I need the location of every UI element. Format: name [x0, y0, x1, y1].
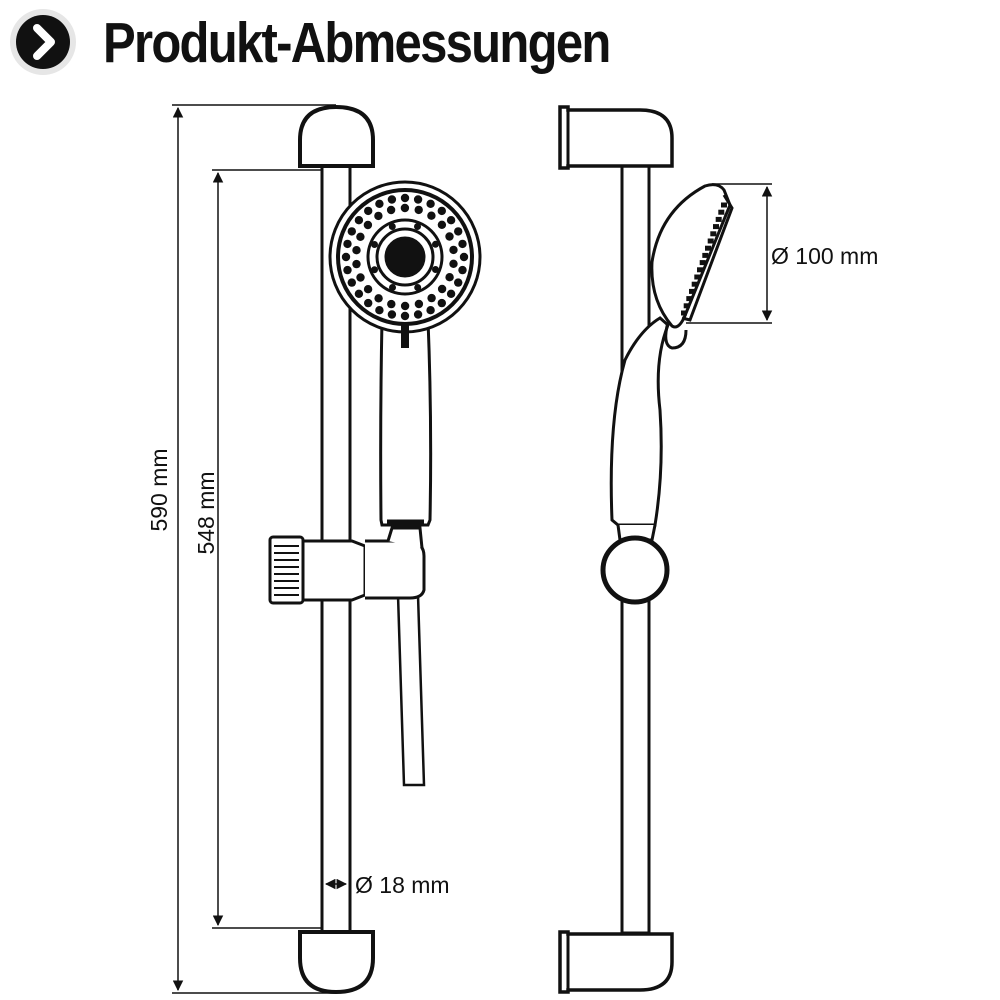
shower-hose	[396, 594, 426, 787]
nozzle	[364, 298, 373, 308]
nozzle	[364, 206, 373, 216]
nozzle	[427, 211, 436, 220]
nozzle	[413, 195, 423, 204]
nozzle	[454, 278, 463, 287]
nozzle	[437, 284, 447, 294]
nozzle	[437, 298, 446, 308]
nozzle	[400, 193, 410, 203]
front-top-bracket	[298, 104, 375, 168]
nozzle	[414, 299, 424, 309]
nozzle	[454, 227, 463, 236]
nozzle	[371, 266, 378, 274]
nozzle	[374, 294, 383, 303]
nozzle	[432, 266, 439, 273]
nozzle	[449, 259, 458, 268]
nozzle	[389, 284, 396, 291]
side-nozzle	[689, 288, 695, 294]
side-nozzle	[694, 274, 701, 280]
nozzle	[449, 245, 458, 255]
label-rail-length: 548 mm	[193, 471, 219, 554]
label-rail-diameter: Ø 18 mm	[355, 872, 450, 898]
nozzle	[437, 220, 447, 229]
nozzle	[446, 216, 456, 225]
nozzle	[356, 273, 365, 282]
nozzle	[347, 227, 356, 236]
nozzle	[352, 259, 361, 269]
side-nozzle	[715, 216, 722, 222]
page-title: Produkt-Abmessungen	[103, 11, 611, 75]
nozzle	[354, 216, 364, 225]
nozzle	[387, 310, 397, 319]
side-nozzle	[691, 281, 698, 287]
nozzle	[446, 289, 456, 298]
nozzle	[400, 203, 410, 213]
nozzle	[341, 252, 351, 262]
label-total-height: 590 mm	[146, 448, 172, 531]
side-handle	[609, 316, 670, 527]
header: Produkt-Abmessungen	[0, 0, 1000, 95]
nozzle	[375, 199, 384, 208]
nozzle	[386, 205, 396, 215]
nozzle	[414, 223, 421, 230]
side-nozzle	[697, 267, 703, 273]
front-bottom-bracket	[298, 930, 375, 995]
nozzle	[374, 211, 383, 221]
nozzle	[388, 223, 396, 230]
nozzle	[343, 239, 352, 249]
nozzle	[347, 278, 356, 287]
side-shower-head	[650, 183, 732, 329]
dimension-lines	[172, 104, 773, 994]
nozzle	[375, 306, 384, 315]
side-bottom-bracket	[558, 930, 674, 994]
nozzle	[356, 232, 365, 241]
chevron-right-icon	[10, 9, 76, 75]
nozzle	[387, 195, 397, 204]
slider-holder	[268, 526, 426, 605]
nozzle	[459, 252, 469, 262]
nozzle	[352, 246, 361, 255]
shower-handle	[379, 318, 433, 527]
shower-head-nozzles	[341, 193, 469, 321]
side-nozzle	[705, 245, 711, 251]
nozzle	[363, 285, 373, 294]
side-nozzle	[710, 231, 717, 237]
label-head-diameter: Ø 100 mm	[771, 243, 878, 269]
side-nozzle	[721, 202, 727, 208]
nozzle	[445, 273, 454, 282]
nozzle	[458, 265, 467, 275]
nozzle	[426, 199, 435, 208]
nozzle	[414, 205, 423, 215]
side-nozzle	[702, 252, 709, 258]
nozzle	[387, 299, 396, 309]
nozzle	[427, 293, 436, 303]
side-nozzle	[683, 303, 690, 309]
nozzle	[426, 306, 435, 315]
nozzle	[400, 311, 410, 321]
side-head-nozzles	[681, 202, 727, 316]
nozzle	[445, 232, 454, 241]
nozzle	[371, 241, 378, 248]
side-nozzle	[681, 310, 687, 316]
side-nozzle	[686, 296, 693, 302]
nozzle	[343, 265, 352, 275]
nozzle	[432, 240, 439, 248]
nozzle	[363, 220, 373, 230]
nozzle	[400, 301, 410, 311]
nozzle	[354, 289, 364, 298]
nozzle	[414, 284, 422, 291]
side-top-bracket	[558, 105, 674, 170]
side-view	[558, 105, 734, 994]
nozzle	[413, 310, 423, 319]
nozzle	[437, 206, 446, 216]
side-nozzle	[707, 238, 714, 244]
side-nozzle	[713, 224, 719, 230]
side-nozzle	[718, 209, 725, 215]
nozzle	[458, 239, 467, 249]
side-nozzle	[699, 260, 706, 266]
side-slider-knob	[600, 535, 670, 605]
